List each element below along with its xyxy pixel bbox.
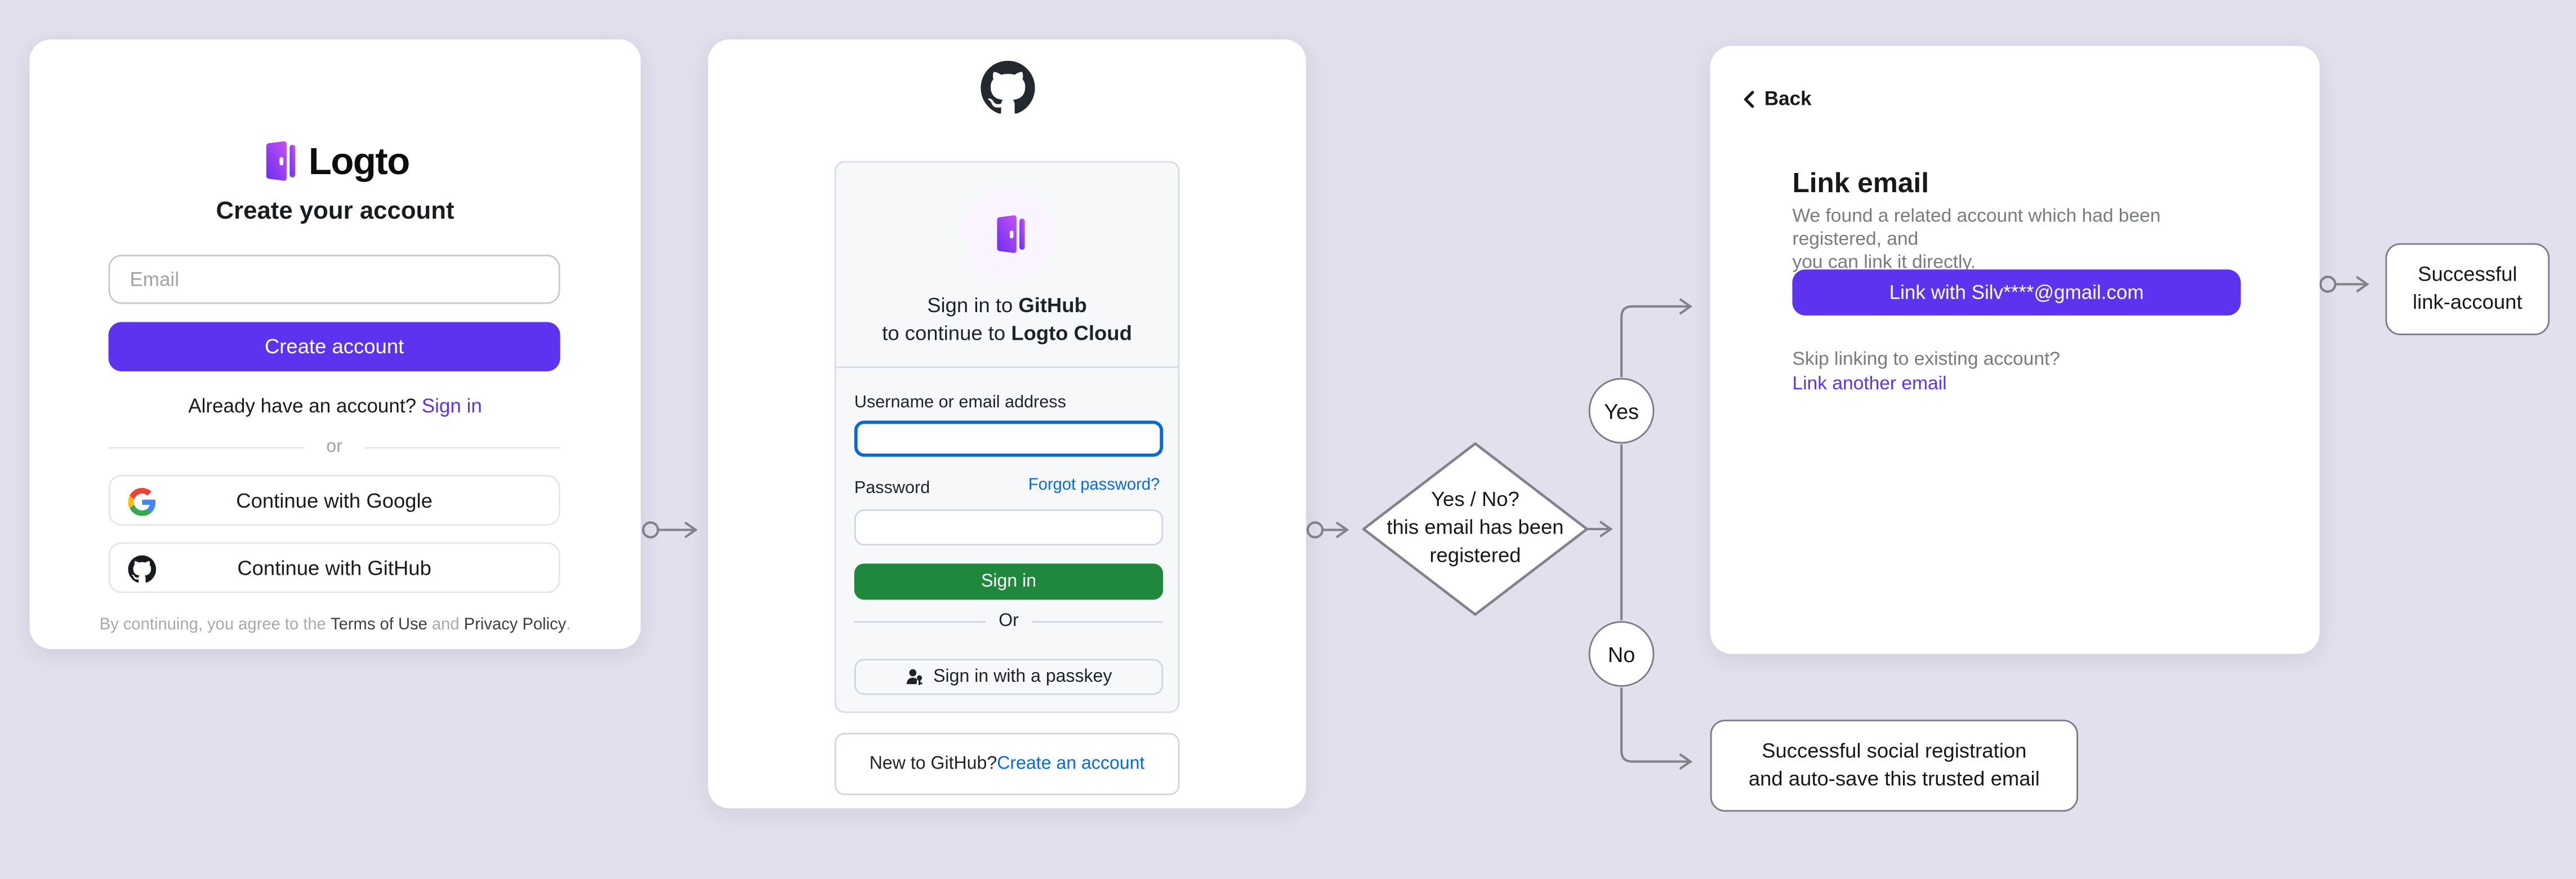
continue-google-label: Continue with Google	[236, 489, 433, 513]
link-email-description: We found a related account which had bee…	[1792, 206, 2252, 274]
logto-door-icon	[266, 141, 295, 181]
github-icon	[128, 555, 157, 584]
signup-title: Create your account	[216, 197, 454, 225]
link-email-card: Back Link email We found a related accou…	[1710, 46, 2320, 654]
signin-link[interactable]: Sign in	[421, 394, 482, 418]
outcome-social-line1: Successful social registration	[1762, 738, 2027, 762]
connector-linkemail-to-outcome	[2319, 276, 2369, 293]
forgot-password-link[interactable]: Forgot password?	[1028, 476, 1160, 495]
gh-heading1-bold: GitHub	[1018, 294, 1087, 317]
passkey-button[interactable]: Sign in with a passkey	[854, 659, 1164, 695]
decision-line1: Yes / No?	[1431, 488, 1519, 511]
password-label: Password	[854, 478, 930, 498]
connector-no-to-social	[1620, 687, 1693, 770]
email-input[interactable]	[108, 254, 560, 304]
terms-of-use-link[interactable]: Terms of Use	[331, 616, 427, 634]
terms-and: and	[427, 616, 464, 634]
gh-heading-line2: to continue to Logto Cloud	[836, 322, 1178, 345]
outcome-social-registration-box: Successful social registration and auto-…	[1710, 720, 2079, 812]
link-with-email-button[interactable]: Link with Silv****@gmail.com	[1792, 269, 2241, 316]
outcome-link-account-box: Successful link-account	[2385, 243, 2550, 335]
gh-heading2-bold: Logto Cloud	[1011, 322, 1132, 345]
link-email-title: Link email	[1792, 167, 1929, 199]
footer-prompt: New to GitHub?	[869, 754, 997, 774]
outcome-link-line2: link-account	[2413, 291, 2522, 314]
github-signin-card: Sign in to GitHub to continue to Logto C…	[708, 39, 1307, 809]
logto-brand-name: Logto	[308, 139, 410, 182]
logto-logo: Logto	[30, 138, 641, 184]
chevron-left-icon	[1744, 90, 1754, 108]
password-input[interactable]	[854, 509, 1164, 546]
github-logo-icon	[708, 60, 1306, 115]
logto-signup-card: Logto Create your account Create account…	[29, 39, 641, 649]
decision-line3: registered	[1429, 544, 1521, 567]
outcome-link-line1: Successful	[2418, 262, 2517, 285]
create-account-button[interactable]: Create account	[108, 322, 560, 372]
skip-prompt: Skip linking to existing account?	[1792, 350, 2060, 370]
back-button[interactable]: Back	[1741, 87, 1812, 110]
gh-heading1-prefix: Sign in to	[927, 294, 1019, 317]
signin-prompt-row: Already have an account? Sign in	[30, 394, 641, 418]
terms-row: By continuing, you agree to the Terms of…	[30, 616, 641, 634]
github-signin-button[interactable]: Sign in	[854, 563, 1164, 600]
terms-suffix: .	[566, 616, 571, 634]
logto-door-icon	[996, 214, 1024, 252]
connector-github-to-decision	[1306, 521, 1349, 539]
gh-heading-line1: Sign in to GitHub	[836, 294, 1178, 317]
passkey-label: Sign in with a passkey	[933, 667, 1112, 687]
continue-github-label: Continue with GitHub	[237, 557, 431, 580]
google-icon	[128, 488, 157, 516]
privacy-policy-link[interactable]: Privacy Policy	[463, 616, 567, 634]
passkey-icon	[905, 667, 925, 687]
logto-app-avatar	[962, 187, 1055, 279]
yes-node: Yes	[1588, 378, 1655, 444]
connector-signup-to-github	[641, 521, 698, 539]
link-another-email-link[interactable]: Link another email	[1792, 374, 1947, 394]
create-github-account-link[interactable]: Create an account	[997, 754, 1145, 774]
github-login-panel: Sign in to GitHub to continue to Logto C…	[834, 161, 1180, 713]
connector-yes-to-linkemail	[1620, 298, 1693, 378]
gh-or-divider: Or	[854, 611, 1163, 631]
continue-google-button[interactable]: Continue with Google	[108, 474, 560, 526]
gh-heading2-prefix: to continue to	[882, 322, 1011, 345]
continue-github-button[interactable]: Continue with GitHub	[108, 542, 560, 593]
terms-prefix: By continuing, you agree to the	[99, 616, 331, 634]
outcome-social-line2: and auto-save this trusted email	[1748, 767, 2040, 791]
username-label: Username or email address	[854, 392, 1067, 412]
panel-divider	[836, 366, 1178, 369]
username-input[interactable]	[854, 420, 1164, 457]
description-line1: We found a related account which had bee…	[1792, 207, 2161, 250]
gh-or-label: Or	[999, 611, 1019, 631]
decision-line2: this email has been	[1387, 516, 1564, 539]
decision-diamond-label: Yes / No? this email has been registered	[1344, 486, 1607, 570]
back-label: Back	[1764, 87, 1812, 110]
or-divider: or	[109, 436, 560, 459]
signin-prompt: Already have an account?	[188, 394, 422, 418]
github-footer-box: New to GitHub? Create an account	[834, 732, 1180, 796]
or-divider-label: or	[326, 437, 342, 457]
no-node: No	[1588, 621, 1655, 687]
